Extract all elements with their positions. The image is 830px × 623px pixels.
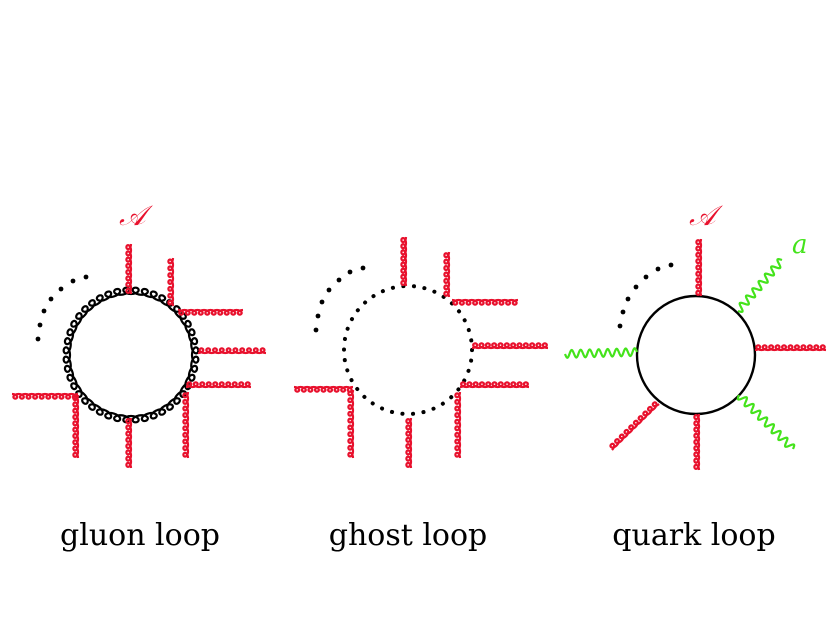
background-gluon-line [185,381,252,389]
ghost-loop-ellipsis [313,265,366,333]
quark-loop-panel: 𝒜 a quark loop [563,199,827,553]
quantum-field-line [737,257,783,314]
background-gluon-line [197,347,267,355]
background-gluon-line [454,391,462,459]
ghost-loop-caption: ghost loop [329,518,488,553]
background-gluon-line [167,257,175,307]
gluon-loop-panel: 𝒜 gluon loop [11,199,267,553]
background-gluon-line [400,236,408,287]
ghost-loop-circle [342,284,474,416]
background-gluon-line [177,308,244,316]
gluon-loop-ellipsis [35,274,89,342]
background-gluon-line [693,413,701,471]
background-gluon-line [695,238,703,297]
gluon-loop-external-legs [11,243,267,469]
gluon-loop-caption: gluon loop [60,518,220,553]
background-gluon-line [459,381,530,389]
gluon-loop-path [62,286,200,424]
ghost-loop-panel: ghost loop [293,236,549,553]
background-field-label: 𝒜 [119,199,153,232]
background-gluon-line [443,251,451,298]
quark-loop-circle [635,294,757,416]
background-gluon-line [405,417,413,469]
background-gluon-line [451,298,519,306]
background-gluon-line [609,401,660,451]
quantum-field-line [736,394,796,450]
quark-loop-external-legs [563,238,827,471]
background-gluon-line [125,417,133,469]
background-gluon-line [293,385,354,393]
background-gluon-line [125,243,133,295]
quantum-field-line [563,347,639,359]
background-gluon-line [11,392,79,400]
background-gluon-line [182,391,190,459]
background-gluon-line [471,342,549,350]
quantum-field-label: a [792,230,808,260]
quark-loop-ellipsis [617,262,674,329]
quark-loop-caption: quark loop [612,518,775,553]
background-gluon-line [347,389,355,459]
background-gluon-line [754,344,827,352]
background-gluon-line [72,394,80,459]
ghost-loop-external-legs [293,236,549,469]
background-field-label: 𝒜 [689,199,723,232]
gluon-loop-circle [62,286,200,424]
